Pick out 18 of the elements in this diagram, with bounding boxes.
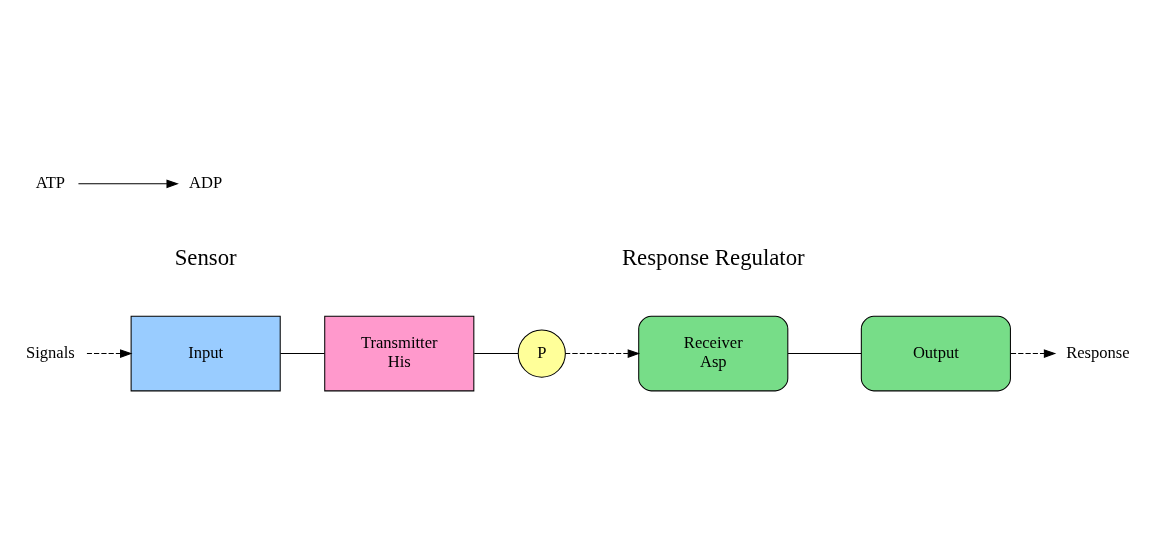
connector bbox=[279, 353, 326, 355]
node-circle: P bbox=[517, 329, 566, 378]
node-text: Response bbox=[1066, 342, 1130, 362]
node-box: Transmitter His bbox=[324, 315, 475, 392]
node-text: ATP bbox=[35, 172, 66, 192]
arrow bbox=[1010, 349, 1057, 358]
connector bbox=[787, 353, 862, 355]
node-box: Receiver Asp bbox=[638, 315, 789, 392]
arrow bbox=[77, 179, 179, 189]
connector bbox=[473, 353, 519, 355]
arrow bbox=[86, 349, 133, 358]
label: Sensor bbox=[174, 245, 237, 271]
arrow bbox=[564, 349, 641, 358]
node-box: Input bbox=[130, 315, 281, 392]
node-text: ADP bbox=[189, 172, 223, 192]
node-box: Output bbox=[860, 315, 1011, 392]
node-text: Signals bbox=[25, 342, 75, 362]
label: Response Regulator bbox=[621, 245, 805, 271]
